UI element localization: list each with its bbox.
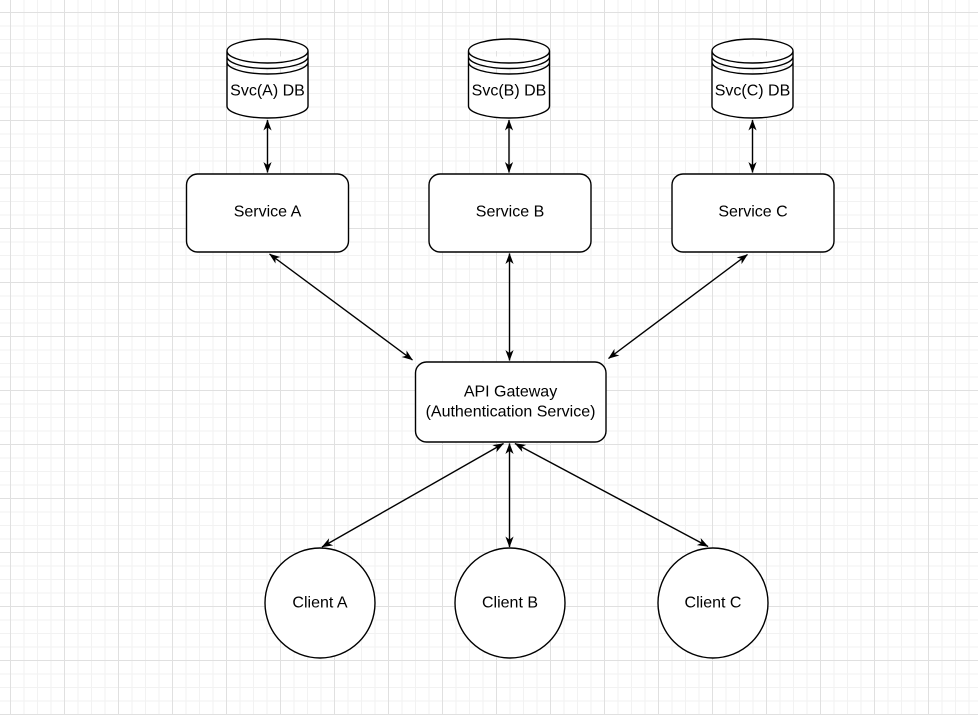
circle-shape[interactable] <box>454 547 566 659</box>
database-cylinder-icon[interactable] <box>711 38 794 119</box>
node-sublabel: (Authentication Service) <box>426 404 596 421</box>
node-label: Svc(C) DB <box>715 83 791 100</box>
edge-gateway-clientc[interactable] <box>514 442 709 548</box>
node-service-b[interactable]: Service B <box>428 173 592 253</box>
database-cylinder-icon[interactable] <box>467 38 551 119</box>
circle-shape[interactable] <box>657 547 769 659</box>
node-label: Client B <box>482 595 538 612</box>
node-client-b[interactable]: Client B <box>454 547 566 659</box>
node-service-c[interactable]: Service C <box>671 173 835 253</box>
node-label: Service C <box>718 204 787 221</box>
node-label: Service B <box>476 204 544 221</box>
node-label: Service A <box>234 204 302 221</box>
node-client-c[interactable]: Client C <box>657 547 769 659</box>
database-cylinder-icon[interactable] <box>226 38 309 119</box>
node-label: Svc(B) DB <box>472 83 547 100</box>
circle-shape[interactable] <box>264 547 376 659</box>
rounded-rectangle-shape[interactable] <box>428 173 592 253</box>
node-svc-c-db[interactable]: Svc(C) DB <box>711 38 794 119</box>
node-api-gateway[interactable]: API Gateway (Authentication Service) <box>414 361 607 443</box>
node-label: Client A <box>292 595 347 612</box>
edges <box>263 119 757 548</box>
node-label: Client C <box>685 595 742 612</box>
edge-servicec-gateway[interactable] <box>608 253 748 360</box>
rounded-rectangle-shape[interactable] <box>414 361 607 443</box>
node-client-a[interactable]: Client A <box>264 547 376 659</box>
node-svc-b-db[interactable]: Svc(B) DB <box>467 38 551 119</box>
rounded-rectangle-shape[interactable] <box>671 173 835 253</box>
edge-gateway-clienta[interactable] <box>321 442 504 548</box>
node-label: Svc(A) DB <box>230 83 305 100</box>
node-svc-a-db[interactable]: Svc(A) DB <box>226 38 309 119</box>
rounded-rectangle-shape[interactable] <box>185 173 350 253</box>
node-label: API Gateway <box>464 384 557 401</box>
edge-servicea-gateway[interactable] <box>269 253 413 361</box>
node-service-a[interactable]: Service A <box>185 173 350 253</box>
